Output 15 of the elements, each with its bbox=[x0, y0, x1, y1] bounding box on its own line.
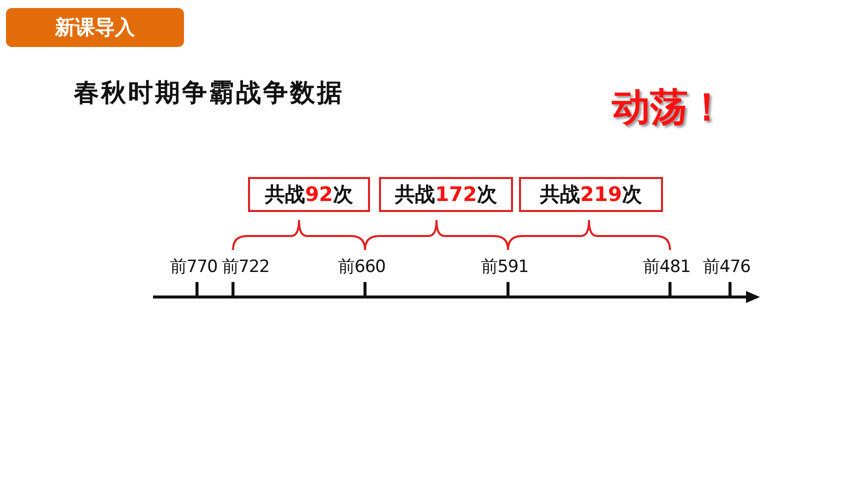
battle-count-text: 共战219次 bbox=[540, 181, 642, 208]
year-label: 前770 bbox=[170, 256, 218, 278]
year-label: 前660 bbox=[338, 256, 386, 278]
label-box bbox=[248, 177, 370, 212]
battle-count-text: 共战172次 bbox=[395, 181, 497, 208]
year-label: 前476 bbox=[703, 256, 750, 278]
label-box bbox=[519, 177, 663, 212]
year-label: 前481 bbox=[643, 256, 690, 278]
title: 春秋时期争霸战争数据 bbox=[74, 77, 344, 109]
label-box bbox=[379, 177, 513, 212]
year-label: 前591 bbox=[481, 256, 528, 278]
section-tab: 新课导入 bbox=[6, 8, 184, 47]
exclamation-text: 动荡！ bbox=[612, 84, 726, 131]
battle-count-text: 共战92次 bbox=[265, 181, 353, 208]
year-label: 前722 bbox=[222, 256, 270, 278]
